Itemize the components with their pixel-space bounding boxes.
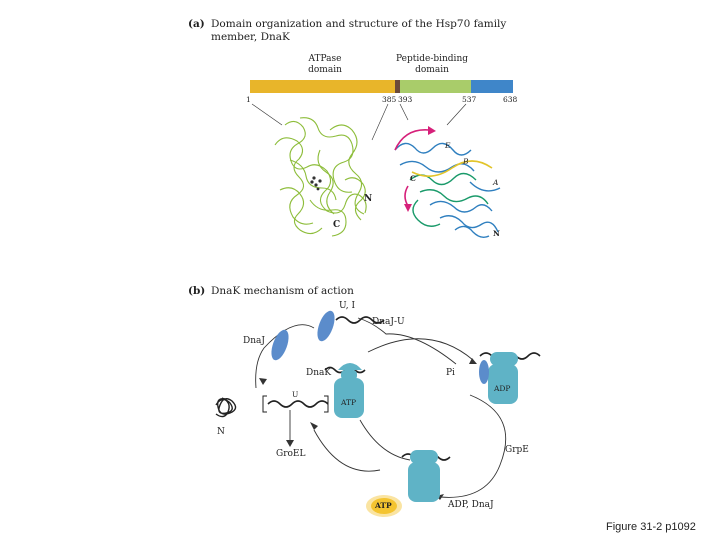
struct-c-right: C xyxy=(410,174,416,183)
dnaj-bound-u xyxy=(317,310,335,342)
atpase-label-line2: domain xyxy=(308,65,342,75)
panel-a-title-line2: member, DnaK xyxy=(211,31,290,43)
tick-537: 537 xyxy=(462,95,477,104)
panel-a-label: (a) xyxy=(188,18,205,30)
dnaj-free xyxy=(271,329,289,361)
dnak-adp-complex xyxy=(479,352,518,404)
tick-638: 638 xyxy=(503,95,518,104)
label-pi: Pi xyxy=(446,368,455,378)
label-groel: GroEL xyxy=(276,449,306,459)
tick-385: 385 xyxy=(382,95,397,104)
tick-393: 393 xyxy=(398,95,413,104)
label-atp-box: ATP xyxy=(341,398,357,407)
label-dnak: DnaK xyxy=(306,368,332,378)
brackets xyxy=(262,395,329,413)
figure-caption: Figure 31-2 p1092 xyxy=(606,521,696,533)
peptide-domain-label: Peptide-binding domain xyxy=(392,54,472,76)
label-adp-dnaj: ADP, DnaJ xyxy=(448,500,494,510)
helix-e-label: E xyxy=(445,141,451,150)
panel-b-title: DnaK mechanism of action xyxy=(211,285,354,297)
atpase-label-line1: ATPase xyxy=(308,54,342,64)
cterm-segment xyxy=(471,80,513,93)
label-adp-box: ADP xyxy=(494,384,511,393)
peptide-segment xyxy=(400,80,471,93)
helix-a-label: A xyxy=(493,178,499,187)
peptide-label-line1: Peptide-binding xyxy=(396,54,468,64)
atpase-domain-structure xyxy=(274,117,367,237)
dnak-atp-complex xyxy=(334,363,364,418)
rotation-arrow-top xyxy=(394,129,430,151)
domain-bar xyxy=(250,80,513,93)
guide-lines xyxy=(251,103,467,141)
struct-c-left: C xyxy=(333,220,341,230)
label-n: N xyxy=(217,427,225,437)
struct-n-left: N xyxy=(364,194,373,204)
dnak-bottom xyxy=(408,450,440,502)
panel-a-title-line1: Domain organization and structure of the… xyxy=(211,18,507,30)
label-dnaj: DnaJ xyxy=(243,336,265,346)
label-bracket-u: U xyxy=(292,390,299,399)
label-atp-bubble: ATP xyxy=(375,501,392,510)
label-dnaj-u: DnaJ-U xyxy=(372,317,405,327)
peptide-domain-structure xyxy=(394,142,501,239)
tick-1: 1 xyxy=(246,95,251,104)
atp-bubble xyxy=(366,495,402,517)
atp-ligand xyxy=(310,176,322,191)
linker-segment xyxy=(395,80,400,93)
cycle-arrowheads xyxy=(259,358,477,500)
helix-b-label: B xyxy=(463,157,469,166)
label-grpe: GrpE xyxy=(505,445,529,455)
rotation-arrowhead-bottom xyxy=(404,204,412,212)
panel-b-label: (b) xyxy=(188,285,206,297)
struct-n-right: N xyxy=(493,229,500,238)
atpase-segment xyxy=(250,80,395,93)
rotation-arrowhead-top xyxy=(428,126,436,135)
tangled-protein xyxy=(215,397,237,418)
label-u-i: U, I xyxy=(339,301,356,311)
atpase-domain-label: ATPase domain xyxy=(300,54,350,76)
peptide-label-line2: domain xyxy=(415,65,449,75)
cycle-arrows xyxy=(255,317,507,498)
